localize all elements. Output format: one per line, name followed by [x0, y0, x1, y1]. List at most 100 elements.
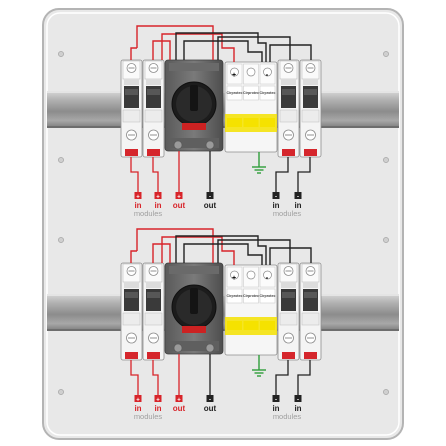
spd-brand-label: Cirprotec: [227, 294, 243, 298]
terminal-label: in: [154, 201, 161, 210]
spd-yellow-band: [225, 317, 277, 335]
modules-caption: modules: [273, 412, 302, 421]
switch-bottom-terminals: [169, 341, 219, 351]
earth-ground-icon: [252, 152, 266, 174]
terminal-label: in: [272, 404, 279, 413]
wire-positive: [136, 25, 214, 60]
terminal-marker: [304, 352, 317, 359]
screw-icon: [205, 140, 215, 150]
spd-plus-label: +: [232, 275, 236, 282]
switch-top-terminals: [169, 63, 219, 71]
screw-icon: [173, 343, 183, 353]
terminal-sign: +: [156, 195, 160, 201]
terminal-label: in: [154, 404, 161, 413]
modules-caption: modules: [134, 412, 163, 421]
terminal-marker: [282, 149, 295, 156]
terminal-sign: -: [209, 195, 211, 201]
terminal-sign: -: [209, 398, 211, 404]
wire-negative: [217, 239, 291, 263]
screw-icon: [246, 67, 256, 77]
fuse-holder-3: [277, 262, 300, 361]
spd-module-face: [259, 288, 276, 304]
screw-icon: [230, 67, 239, 77]
fuse-holder-4: [299, 262, 322, 361]
wire-positive: [136, 228, 214, 263]
cable-terminal: [154, 192, 162, 199]
terminal-sign: +: [136, 398, 140, 404]
terminal-marker: [147, 352, 160, 359]
fuse-holder-1: [120, 59, 143, 158]
earth-ground-icon: [252, 355, 266, 377]
wire-negative: [183, 40, 263, 62]
cable-terminal: [134, 395, 142, 402]
cable-lead: [152, 157, 159, 192]
cable-terminal: [294, 395, 302, 402]
wire-negative: [175, 32, 267, 62]
cable-terminal: [294, 192, 302, 199]
wire-negative: [217, 36, 291, 60]
spd-plus-label: +: [232, 72, 236, 79]
switch-off-indicator: [182, 123, 206, 130]
switch-top-terminals: [169, 266, 219, 274]
fuse-lever-grip: [282, 89, 295, 95]
fuse-label-strip: [146, 79, 161, 85]
fuse-label-strip: [124, 79, 139, 85]
cable-terminal: [134, 192, 142, 199]
cable-terminal: [175, 395, 183, 402]
fuse-holder-2: [142, 262, 165, 361]
cable-lead: [297, 360, 311, 395]
fuse-lever-grip: [147, 292, 160, 298]
knob-handle: [190, 85, 198, 111]
terminal-label: in: [134, 201, 141, 210]
fuse-holder-3: [277, 59, 300, 158]
wire-positive: [130, 47, 137, 60]
fuse-holder-1: [120, 262, 143, 361]
wire-negative: [269, 247, 312, 265]
terminal-sign: -: [275, 195, 277, 201]
dc-isolator-switch: [164, 59, 224, 152]
terminal-marker: [125, 149, 138, 156]
fuse-holder-4: [299, 59, 322, 158]
cable-lead: [152, 360, 159, 395]
terminal-sign: +: [177, 195, 181, 201]
terminal-label: in: [134, 404, 141, 413]
fuse-window: [301, 312, 320, 326]
fuse-window: [279, 312, 298, 326]
terminal-label: out: [204, 201, 217, 210]
screw-icon: [263, 67, 272, 77]
spd-yellow-band: [225, 114, 277, 132]
fuse-window: [122, 312, 141, 326]
spd-module-face: [226, 85, 243, 101]
knob-handle: [190, 288, 198, 314]
spd-minus-label: -: [266, 70, 269, 79]
fuse-label-strip: [124, 282, 139, 288]
fuse-label-strip: [281, 282, 296, 288]
cable-terminal: [272, 192, 280, 199]
terminal-marker: [125, 352, 138, 359]
fuse-label-strip: [303, 79, 318, 85]
fuse-lever-grip: [147, 89, 160, 95]
terminal-label: in: [294, 404, 301, 413]
modules-caption: modules: [134, 209, 163, 218]
spd-brand-label: Cirprotec: [260, 294, 276, 298]
fuse-lever-grip: [125, 89, 138, 95]
fuse-lever-grip: [304, 89, 317, 95]
cable-terminal: [272, 395, 280, 402]
fuse-lever-grip: [125, 292, 138, 298]
spd-minus-label: -: [266, 273, 269, 282]
busbar-wiring: [130, 228, 312, 265]
spd-brand-label: Cirprotec: [227, 91, 243, 95]
terminal-sign: +: [177, 398, 181, 404]
screw-icon: [246, 270, 256, 280]
switch-off-indicator: [182, 326, 206, 333]
fuse-holder-2: [142, 59, 165, 158]
dc-isolator-switch: [164, 262, 224, 355]
spd-brand-label: Cirprotec: [243, 294, 259, 298]
wire-negative: [175, 235, 267, 265]
fuse-label-strip: [303, 282, 318, 288]
busbar-wiring: [130, 25, 312, 62]
terminal-sign: -: [297, 398, 299, 404]
